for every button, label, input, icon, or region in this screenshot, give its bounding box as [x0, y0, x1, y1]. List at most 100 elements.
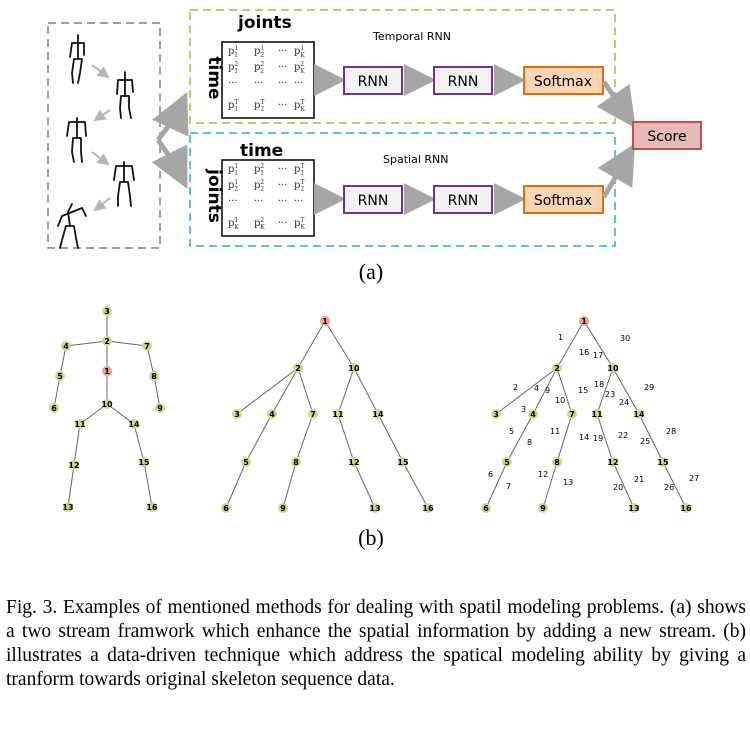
spatial-matrix-side-label: joints: [204, 168, 224, 223]
body-skeleton-node: [75, 419, 85, 429]
tree-skeleton-edge: [297, 320, 326, 369]
tree-skeleton-node-label: 1: [322, 317, 328, 326]
body-skeleton-node: [55, 371, 65, 381]
traversal-step-label: 22: [618, 431, 628, 440]
temporal-matrix-cell: ···: [228, 78, 238, 89]
body-skeleton-node: [155, 403, 165, 413]
traversal-skeleton-node-label: 10: [607, 364, 619, 373]
tree-skeleton-node-label: 11: [332, 410, 344, 419]
traversal-skeleton-node-label: 2: [554, 364, 560, 373]
traversal-step-label: 9: [545, 386, 550, 395]
spatial-matrix-cell: ···: [294, 196, 304, 207]
body-skeleton-edge: [133, 423, 145, 463]
body-skeleton-node-label: 12: [68, 461, 79, 470]
temporal-matrix-cell: ···: [278, 46, 288, 57]
tree-skeleton-node: [293, 363, 303, 373]
body-skeleton-node-label: 7: [144, 342, 150, 351]
spatial-matrix-cell: ···: [278, 164, 288, 175]
traversal-skeleton-edge: [532, 367, 558, 415]
traversal-skeleton-edge: [506, 413, 534, 463]
body-skeleton-node: [149, 371, 159, 381]
tree-skeleton-edge: [245, 413, 273, 463]
body-skeleton-node-label: 3: [104, 307, 110, 316]
temporal-rnn-2-box: [433, 66, 493, 95]
traversal-step-label: 28: [666, 427, 676, 436]
traversal-step-label: 23: [605, 390, 615, 399]
body-skeleton-node: [142, 341, 152, 351]
body-skeleton-node: [69, 460, 79, 470]
spatial-stream-label: Spatial RNN: [383, 153, 448, 166]
traversal-step-label: 6: [488, 470, 493, 479]
traversal-step-label: 7: [506, 482, 511, 491]
tree-skeleton-edge: [225, 461, 247, 509]
temporal-rnn-1-label: RNN: [358, 74, 389, 90]
temporal-softmax-box: [523, 66, 604, 95]
traversal-skeleton-edge: [612, 461, 635, 509]
temporal-matrix-cell: ···: [278, 62, 288, 73]
score-box: [632, 121, 702, 150]
traversal-skeleton-edge: [495, 367, 558, 415]
traversal-skeleton-edge: [556, 413, 573, 463]
figure-caption: Fig. 3. Examples of mentioned methods fo…: [6, 597, 746, 690]
spatial-matrix-cell: ···: [278, 180, 288, 191]
traversal-skeleton-node: [567, 409, 577, 419]
tree-skeleton-node: [398, 457, 408, 467]
traversal-skeleton-edge: [596, 367, 614, 415]
tree-skeleton-node: [221, 503, 231, 513]
traversal-skeleton-node: [538, 503, 548, 513]
tree-skeleton-node-label: 8: [293, 458, 299, 467]
tree-skeleton-edge: [282, 461, 297, 509]
body-skeleton-node-label: 6: [51, 404, 57, 413]
body-skeleton-node: [61, 341, 71, 351]
tree-skeleton-edge: [324, 320, 355, 369]
tree-skeleton-edge: [236, 367, 299, 415]
body-skeleton-node: [63, 502, 73, 512]
traversal-step-label: 17: [593, 351, 603, 360]
traversal-skeleton-edge: [596, 413, 614, 463]
traversal-skeleton-node-label: 4: [530, 410, 536, 419]
traversal-skeleton-node: [579, 316, 589, 326]
body-skeleton-edge: [146, 345, 155, 377]
traversal-step-label: 19: [593, 434, 603, 443]
traversal-skeleton-node-label: 13: [628, 504, 639, 513]
tree-skeleton-edge: [337, 367, 355, 415]
body-skeleton-edge: [59, 345, 67, 377]
score-label: Score: [647, 129, 686, 145]
body-skeleton-edge: [79, 403, 108, 425]
traversal-skeleton-node-label: 1: [581, 317, 587, 326]
traversal-skeleton-node-label: 9: [540, 504, 546, 513]
tree-skeleton-node: [241, 457, 251, 467]
body-skeleton-node-label: 1: [104, 367, 110, 376]
traversal-step-label: 8: [527, 438, 532, 447]
temporal-matrix-top-label: joints: [237, 13, 292, 33]
traversal-skeleton-node: [502, 457, 512, 467]
tree-skeleton-node-label: 7: [310, 410, 316, 419]
traversal-skeleton-node-label: 5: [504, 458, 510, 467]
traversal-skeleton-edge: [485, 461, 508, 509]
temporal-matrix-cell: ···: [254, 78, 264, 89]
body-skeleton-node-label: 16: [146, 503, 158, 512]
tree-skeleton-node-label: 16: [422, 504, 434, 513]
body-skeleton-node-label: 5: [57, 372, 63, 381]
spatial-rnn-1-label: RNN: [358, 193, 389, 209]
tree-skeleton-node: [349, 457, 359, 467]
tree-skeleton-node-label: 6: [223, 504, 229, 513]
traversal-skeleton-node: [608, 363, 618, 373]
traversal-skeleton-edge: [583, 320, 614, 369]
temporal-matrix-cell: ···: [278, 78, 288, 89]
traversal-step-label: 13: [563, 478, 573, 487]
score-arrows: [596, 80, 636, 199]
traversal-step-label: 24: [619, 398, 629, 407]
body-skeleton-node-label: 9: [157, 404, 163, 413]
spatial-rnn-2-box: [433, 185, 493, 214]
traversal-skeleton-node-label: 3: [493, 410, 499, 419]
body-skeleton-node-label: 8: [151, 372, 157, 381]
